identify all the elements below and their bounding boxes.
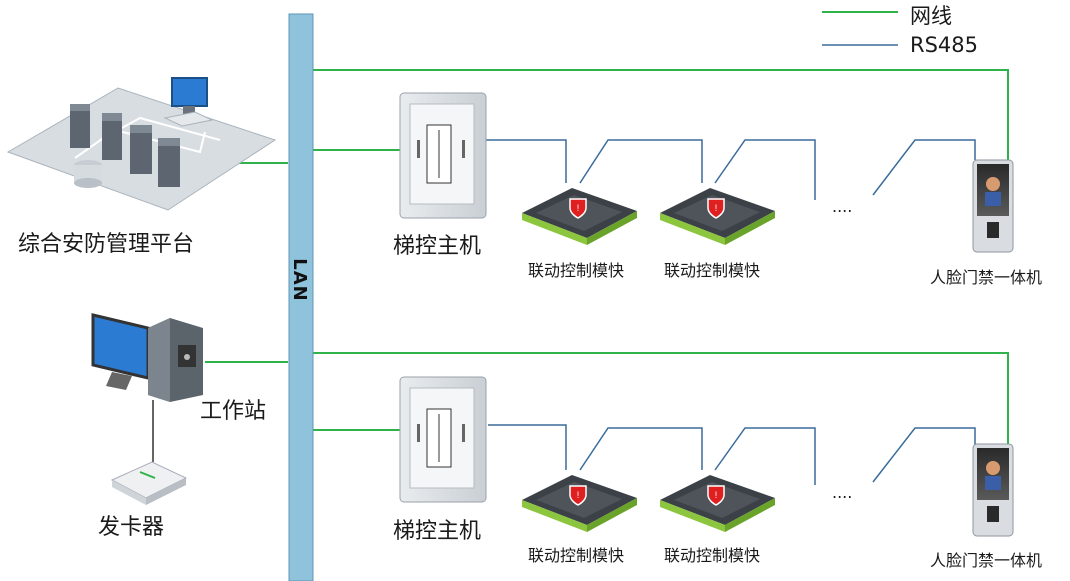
linkage-module-icon: !: [660, 475, 775, 532]
face-terminal-icon: [972, 443, 1014, 537]
workstation-label: 工作站: [200, 399, 267, 424]
ellipsis: ....: [832, 197, 853, 216]
lan-label: LAN: [289, 258, 310, 302]
legend-network-label: 网线: [910, 4, 952, 28]
card-issuer-label: 发卡器: [98, 515, 165, 540]
linkage-module-icon: !: [660, 188, 775, 245]
lan-backbone: [288, 13, 314, 581]
terminal-label: 人脸门禁一体机: [930, 551, 1043, 570]
controller-label: 梯控主机: [393, 519, 482, 544]
elevator-controller-icon: [399, 92, 487, 219]
svg-text:!: !: [715, 203, 718, 213]
platform-label: 综合安防管理平台: [18, 232, 195, 257]
link-terminal-2: [313, 352, 1009, 445]
svg-text:!: !: [577, 203, 580, 213]
platform-icon: [6, 77, 277, 211]
linkage-module-icon: !: [522, 188, 637, 245]
controller-label: 梯控主机: [393, 234, 482, 259]
workstation-icon: [91, 313, 203, 402]
elevator-controller-icon: [399, 376, 487, 503]
link-terminal-1: [313, 69, 1009, 160]
svg-text:!: !: [715, 490, 718, 500]
network-links: [205, 69, 1009, 445]
rs485-links-row-2: [488, 424, 976, 485]
linkage-module-icon: !: [522, 475, 637, 532]
module-label: 联动控制模快: [528, 546, 625, 565]
module-label: 联动控制模快: [664, 261, 761, 280]
face-terminal-icon: [972, 159, 1014, 253]
legend-rs485-label: RS485: [910, 33, 979, 57]
ellipsis: ....: [832, 483, 853, 502]
svg-text:!: !: [577, 490, 580, 500]
rs485-links-row-1: [486, 139, 976, 200]
module-label: 联动控制模快: [664, 546, 761, 565]
legend: [822, 11, 898, 46]
card-issuer-icon: [110, 461, 188, 505]
terminal-label: 人脸门禁一体机: [930, 268, 1043, 287]
module-label: 联动控制模快: [528, 261, 625, 280]
